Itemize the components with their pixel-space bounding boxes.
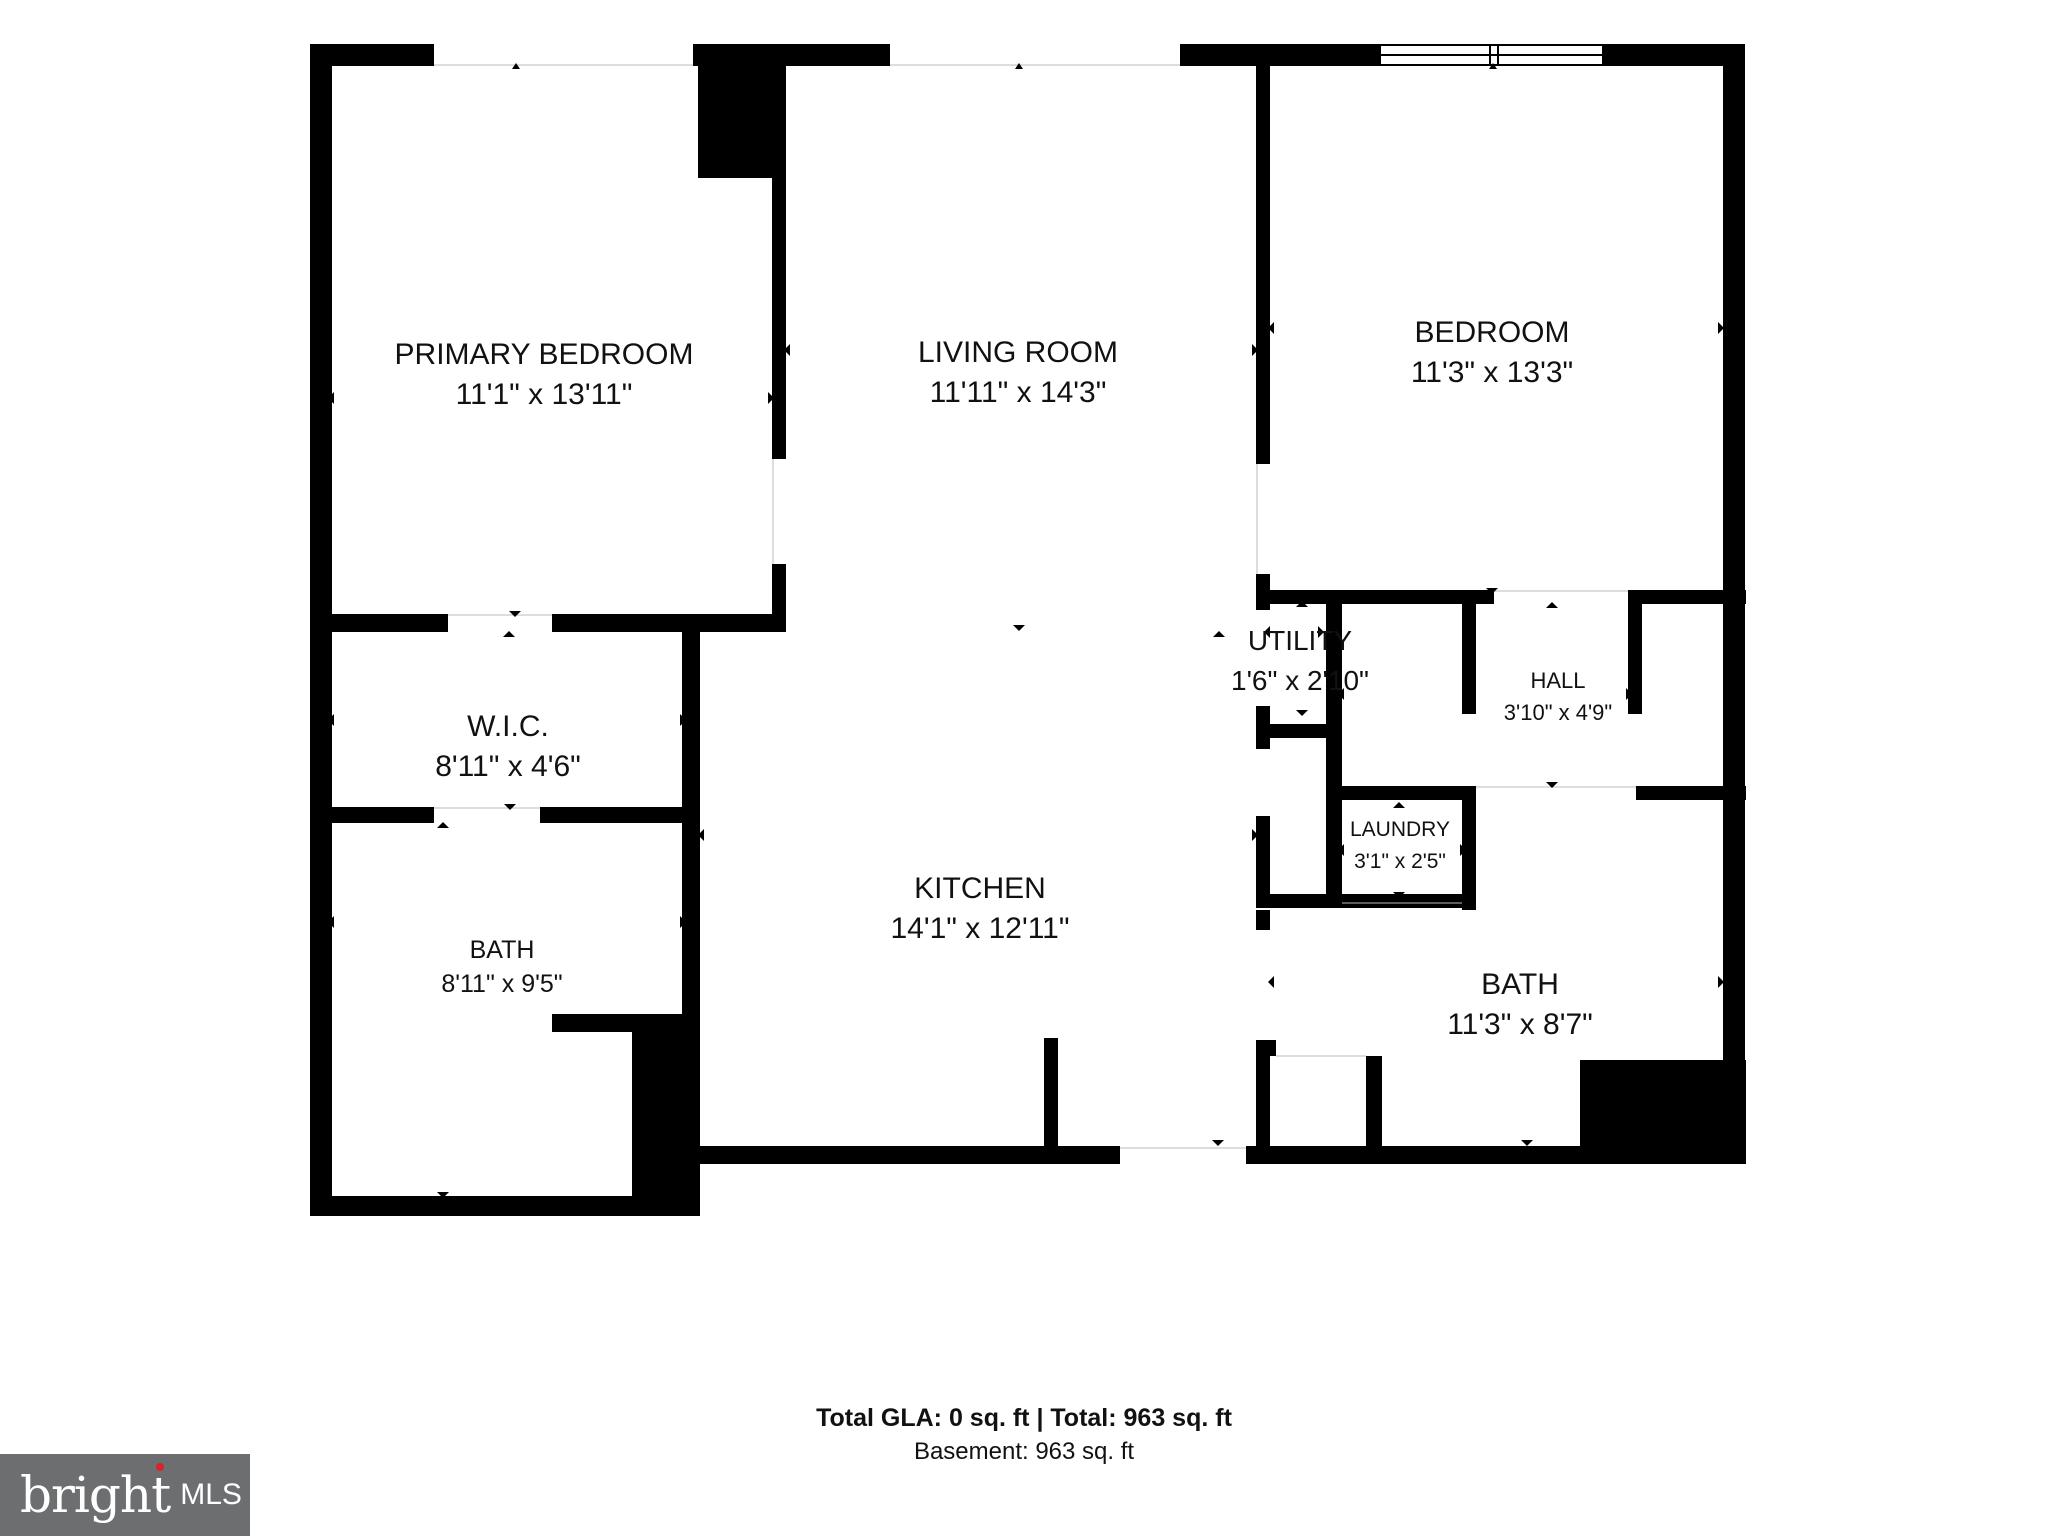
room-name: LIVING ROOM bbox=[918, 336, 1118, 369]
room-dimensions: 3'10" x 4'9" bbox=[1504, 700, 1612, 725]
bright-mls-logo: bright MLS bbox=[0, 1454, 250, 1536]
room-name: HALL bbox=[1530, 668, 1585, 693]
total-area-summary: Total GLA: 0 sq. ft | Total: 963 sq. ft bbox=[816, 1404, 1232, 1432]
room-labels: PRIMARY BEDROOM 11'1" x 13'11" LIVING RO… bbox=[395, 316, 1613, 1041]
room-dimensions: 8'11" x 9'5" bbox=[441, 970, 562, 998]
room-dimensions: 11'11" x 14'3" bbox=[930, 376, 1107, 409]
room-name: W.I.C. bbox=[467, 710, 549, 743]
door-markers bbox=[328, 63, 1724, 1198]
basement-area-summary: Basement: 963 sq. ft bbox=[913, 1438, 1135, 1465]
room-dimensions: 11'1" x 13'11" bbox=[456, 378, 633, 411]
logo-suffix: MLS bbox=[180, 1478, 242, 1511]
room-dimensions: 8'11" x 4'6" bbox=[435, 750, 581, 783]
primary-bedroom-label: PRIMARY BEDROOM 11'1" x 13'11" bbox=[395, 338, 694, 411]
room-dimensions: 14'1" x 12'11" bbox=[891, 912, 1070, 945]
room-name: PRIMARY BEDROOM bbox=[395, 338, 694, 371]
laundry-label: LAUNDRY 3'1" x 2'5" bbox=[1350, 818, 1450, 873]
logo-wordmark: bright bbox=[20, 1466, 171, 1524]
hall-label: HALL 3'10" x 4'9" bbox=[1504, 668, 1612, 725]
windows bbox=[1379, 44, 1604, 66]
room-dimensions: 11'3" x 13'3" bbox=[1411, 356, 1573, 389]
logo-accent-dot bbox=[156, 1463, 165, 1471]
bath-right-label: BATH 11'3" x 8'7" bbox=[1447, 968, 1593, 1041]
room-name: BATH bbox=[470, 936, 535, 964]
room-name: BATH bbox=[1481, 968, 1559, 1001]
room-name: UTILITY bbox=[1248, 625, 1353, 656]
living-room-label: LIVING ROOM 11'11" x 14'3" bbox=[918, 336, 1118, 409]
room-name: LAUNDRY bbox=[1350, 818, 1450, 841]
kitchen-label: KITCHEN 14'1" x 12'11" bbox=[891, 872, 1070, 945]
bedroom-label: BEDROOM 11'3" x 13'3" bbox=[1411, 316, 1573, 389]
bath-left-label: BATH 8'11" x 9'5" bbox=[441, 936, 562, 998]
utility-label: UTILITY 1'6" x 2'10" bbox=[1231, 625, 1369, 696]
room-dimensions: 1'6" x 2'10" bbox=[1231, 665, 1369, 696]
walls bbox=[310, 44, 1746, 1216]
room-name: KITCHEN bbox=[914, 872, 1046, 905]
room-dimensions: 11'3" x 8'7" bbox=[1447, 1008, 1593, 1041]
room-name: BEDROOM bbox=[1414, 316, 1569, 349]
room-dimensions: 3'1" x 2'5" bbox=[1354, 850, 1446, 873]
wic-label: W.I.C. 8'11" x 4'6" bbox=[435, 710, 581, 783]
openings bbox=[434, 64, 1636, 1149]
